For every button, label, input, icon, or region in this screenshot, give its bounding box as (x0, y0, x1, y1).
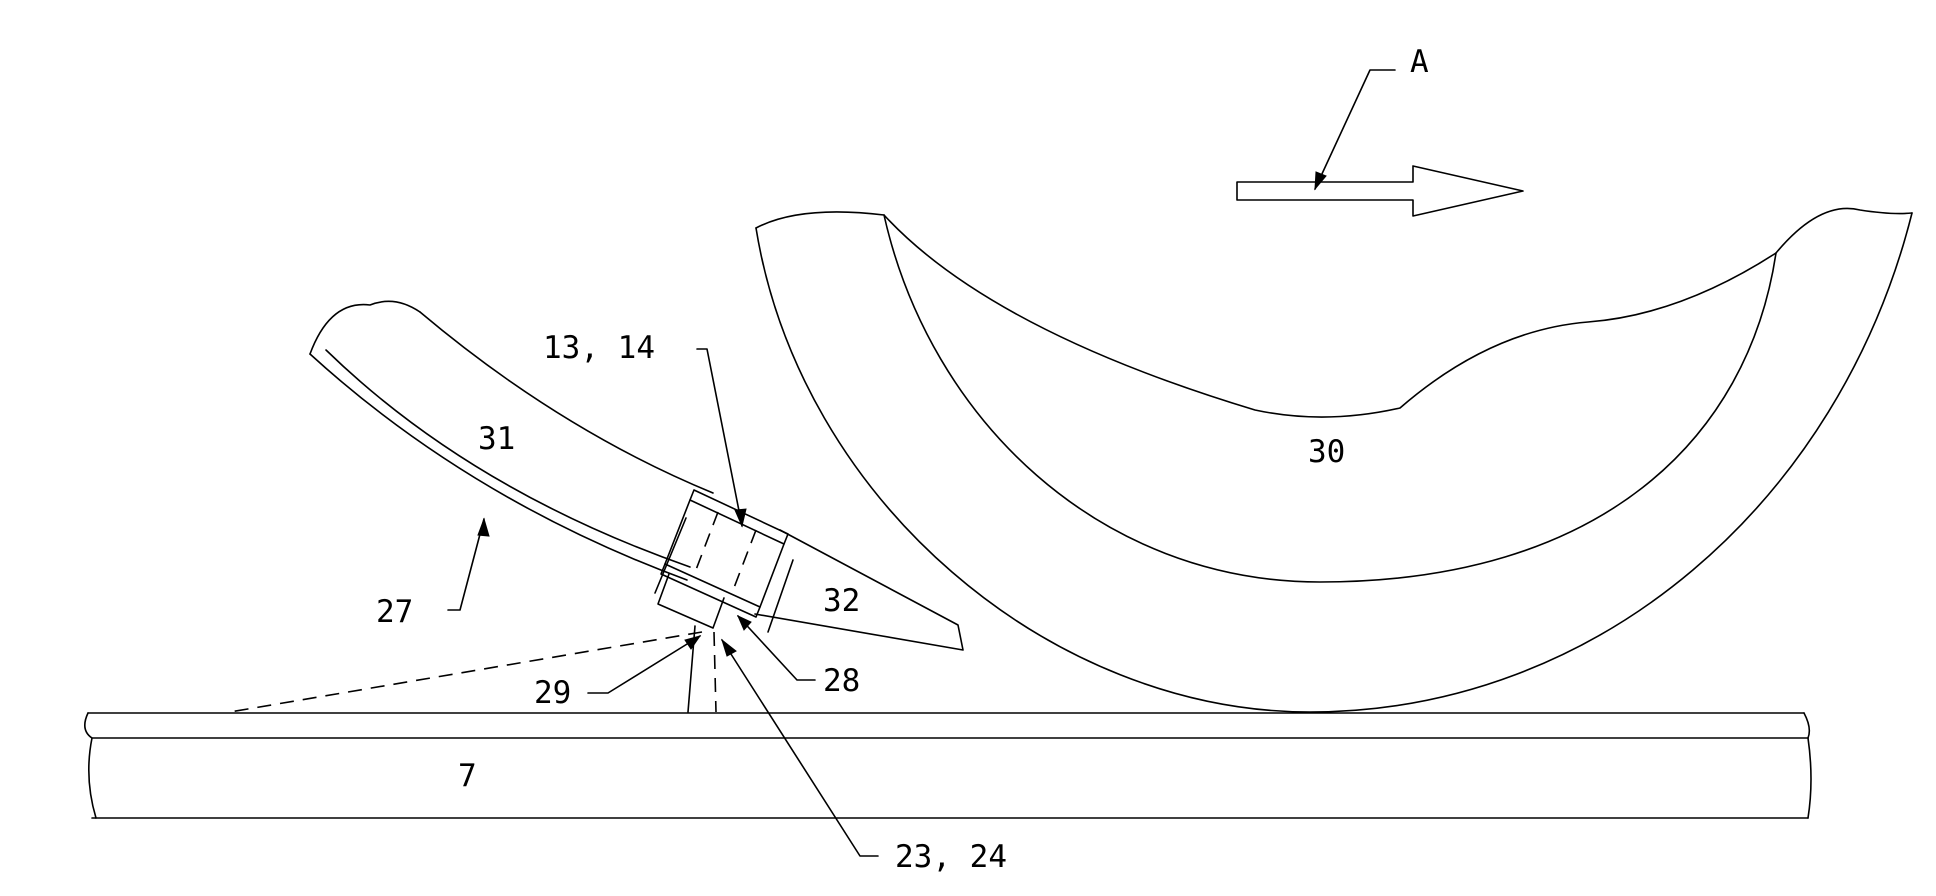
label-wheel: 30 (1308, 434, 1345, 470)
label-sensor: 28 (823, 663, 860, 699)
emitter: 29 (230, 626, 716, 712)
tip: 32 (755, 530, 963, 650)
direction-arrow: A (1237, 44, 1523, 216)
label-emitter: 29 (534, 675, 571, 711)
surface-marker: 27 (376, 519, 489, 630)
label-tip: 32 (823, 583, 860, 619)
label-direction: A (1410, 44, 1429, 80)
label-rail: 7 (458, 758, 477, 794)
label-surface: 27 (376, 594, 413, 630)
mount: 13, 14 (543, 330, 793, 632)
rail: 7 (85, 713, 1811, 818)
label-arm: 31 (478, 421, 515, 457)
label-mount: 13, 14 (543, 330, 655, 366)
wheel: 30 (756, 208, 1912, 712)
label-beam: 23, 24 (895, 839, 1007, 875)
beam-marker: 23, 24 (722, 640, 1007, 875)
